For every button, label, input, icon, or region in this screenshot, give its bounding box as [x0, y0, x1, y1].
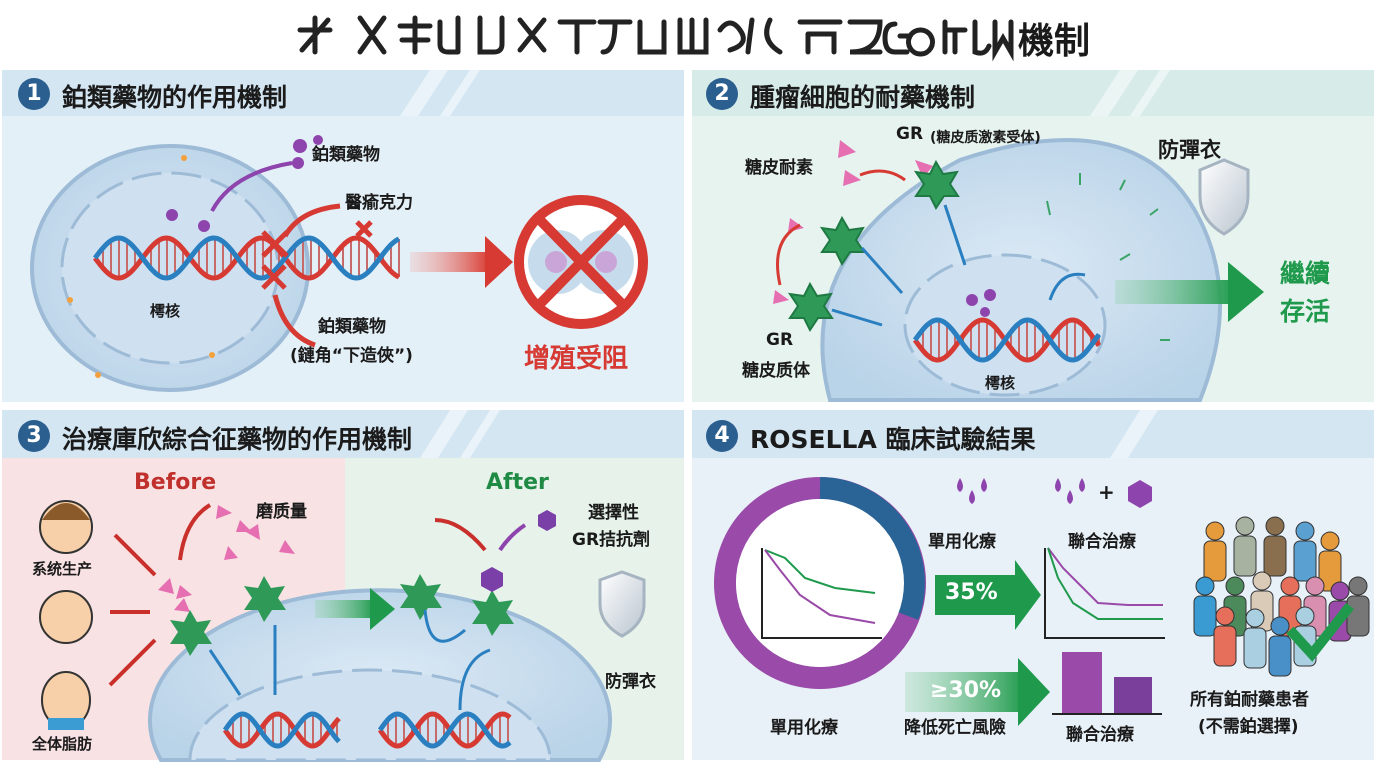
panel4-title: ROSELLA 臨床試驗結果: [750, 425, 1036, 454]
crosslink-label: 鉑類藥物: [318, 317, 386, 337]
risk-label: 降低死亡風險: [904, 718, 1006, 738]
panel1-number: 1: [18, 78, 50, 110]
pct30: ≥30%: [930, 678, 1002, 703]
gr-label: GR: [766, 330, 794, 350]
dna-helix-icon: [912, 317, 1102, 363]
person-icon: [1330, 581, 1350, 601]
nucleus-label-2: 樗核: [985, 374, 1016, 392]
receptor-sub: (糖皮质激素受体): [930, 130, 1041, 146]
person-icon: [1270, 616, 1290, 636]
person-icon: [1235, 516, 1255, 536]
antagonist-line1: 選擇性: [588, 503, 639, 523]
person-icon: [1348, 576, 1368, 596]
person-icon: [1295, 521, 1315, 541]
title-glyphs: [297, 15, 1014, 62]
person-icon: [1205, 521, 1225, 541]
person-icon: [1320, 531, 1340, 551]
face-icons: [39, 500, 93, 730]
result-label: 增殖受阻: [524, 344, 629, 374]
person-body-icon: [1193, 595, 1217, 637]
survive-line2: 存活: [1280, 297, 1331, 326]
nucleus-label: 樗核: [150, 302, 181, 320]
person-body-icon: [1233, 535, 1257, 577]
dna-helix-icon: [222, 711, 341, 749]
panel3-title: 治療庫欣綜合征藥物的作用機制: [62, 425, 413, 454]
check-icon: [1286, 602, 1354, 662]
panel1-title: 鉑類藥物的作用機制: [62, 83, 288, 112]
person-icon: [1215, 606, 1235, 626]
person-icon: [1280, 576, 1300, 596]
drug-label: 鉑類藥物: [312, 145, 380, 165]
gr-sub: 糖皮质体: [742, 361, 810, 381]
mono-label: 單用化療: [928, 532, 996, 552]
km-curve-combo: [764, 549, 876, 594]
patients-crowd-icon: [1193, 516, 1370, 677]
panel2-title: 腫瘤細胞的耐藥機制: [750, 83, 976, 112]
dna-helix-icon: [377, 711, 512, 749]
shield-label: 防彈衣: [1158, 138, 1221, 162]
dna-helix-icon: [93, 235, 401, 281]
blocked-division-icon: [514, 195, 648, 329]
person-body-icon: [1268, 635, 1292, 677]
patients-line1: 所有鉑耐藥患者: [1190, 690, 1309, 710]
receptor-label: GR: [896, 124, 924, 144]
enzyme-label: 醫瘉克力: [345, 193, 413, 213]
combo-label: 聯合治療: [1068, 532, 1136, 552]
person-body-icon: [1213, 625, 1237, 667]
plus-sign: +: [1098, 480, 1115, 504]
bar-combo: [1114, 677, 1152, 714]
pct35: 35%: [945, 580, 998, 605]
km-curve-mono: [764, 549, 876, 624]
person-icon: [1295, 606, 1315, 626]
bar-mono: [1062, 652, 1102, 714]
before-label: Before: [134, 470, 217, 495]
green-arrow-icon: [1228, 262, 1264, 322]
person-icon: [1195, 576, 1215, 596]
effect3-label: 全体脂肪: [32, 735, 93, 753]
gr-receptor-icon: [789, 159, 960, 331]
survive-line1: 繼續: [1280, 259, 1331, 288]
effect1-label: 系统生产: [32, 560, 93, 578]
person-body-icon: [1346, 595, 1370, 637]
person-icon: [1252, 571, 1272, 591]
person-body-icon: [1263, 535, 1287, 577]
bar-label: 聯合治療: [1066, 725, 1134, 745]
panel2-number: 2: [706, 78, 738, 110]
antagonist-line2: GR拮抗劑: [572, 530, 651, 550]
shield-label-3: 防彈衣: [605, 672, 656, 692]
shield-icon: [1198, 158, 1250, 236]
person-body-icon: [1203, 540, 1227, 582]
donut-label: 單用化療: [770, 718, 838, 738]
person-body-icon: [1318, 550, 1342, 592]
person-body-icon: [1293, 540, 1317, 582]
hormone-label-3: 磨质量: [256, 502, 307, 522]
person-icon: [1225, 576, 1245, 596]
person-icon: [1305, 576, 1325, 596]
person-icon: [1265, 516, 1285, 536]
title-suffix: 機制: [1018, 21, 1091, 62]
crosslink-sub: (鏈角“下造俠”): [290, 346, 413, 366]
panel3-number: 3: [18, 420, 50, 452]
panel4-number: 4: [706, 420, 738, 452]
person-body-icon: [1243, 627, 1267, 669]
person-icon: [1245, 608, 1265, 628]
red-arrow-icon: [485, 236, 513, 288]
after-label: After: [486, 470, 549, 495]
shield-icon-2: [598, 570, 646, 638]
hormone-label: 糖皮耐素: [745, 158, 813, 178]
patients-line2: (不需鉑選擇): [1198, 717, 1299, 737]
